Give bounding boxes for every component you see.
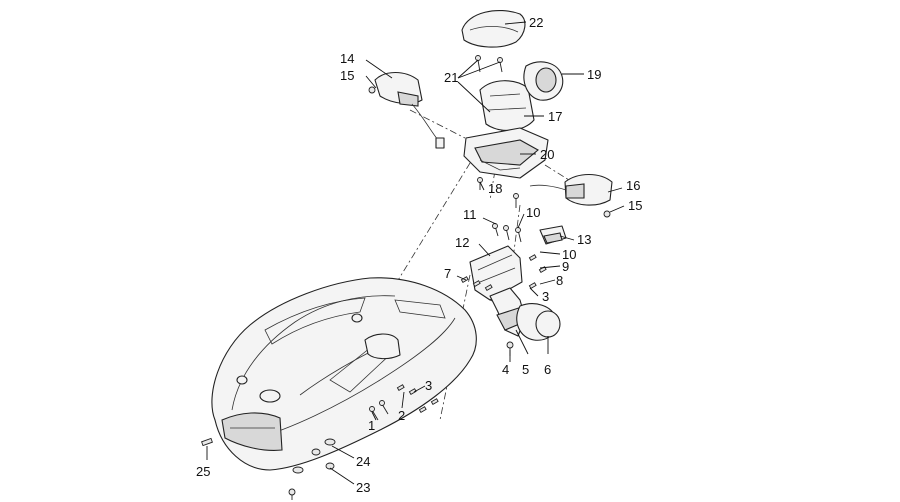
label-23: 23 (356, 480, 370, 495)
label-25: 25 (196, 464, 210, 479)
label-21: 21 (444, 70, 458, 85)
turn-signal-right (529, 173, 613, 218)
bottom-fasteners (201, 437, 336, 500)
label-8: 8 (556, 273, 563, 288)
label-10-bottom: 10 (562, 247, 576, 262)
leader-lines (206, 21, 625, 485)
seat-cowl-cover (461, 10, 526, 48)
label-12: 12 (455, 235, 469, 250)
label-17: 17 (548, 109, 562, 124)
label-15-left: 15 (340, 68, 354, 83)
label-15-right: 15 (628, 198, 642, 213)
label-14: 14 (340, 51, 354, 66)
label-18: 18 (488, 181, 502, 196)
label-11: 11 (463, 207, 477, 222)
label-13: 13 (577, 232, 591, 247)
label-6: 6 (544, 362, 551, 377)
tail-light-lens (523, 61, 564, 101)
label-2: 2 (398, 408, 405, 423)
fender-screws (369, 384, 439, 421)
label-16: 16 (626, 178, 640, 193)
label-7: 7 (444, 266, 451, 281)
label-9: 9 (562, 259, 569, 274)
tail-light-housing (463, 55, 549, 208)
label-24: 24 (356, 454, 370, 469)
plate-light (539, 225, 567, 245)
label-10-top: 10 (526, 205, 540, 220)
label-3-upper: 3 (542, 289, 549, 304)
turn-signal-left (368, 71, 445, 149)
label-22: 22 (529, 15, 543, 30)
label-5: 5 (522, 362, 529, 377)
label-19: 19 (587, 67, 601, 82)
plate-bracket-assembly (460, 223, 561, 356)
label-20: 20 (540, 147, 554, 162)
part-labels: 22 19 21 17 20 14 15 16 15 18 11 10 13 1… (196, 15, 642, 495)
label-1: 1 (368, 418, 375, 433)
label-3-lower: 3 (425, 378, 432, 393)
rear-fender (211, 277, 477, 471)
label-4: 4 (502, 362, 509, 377)
